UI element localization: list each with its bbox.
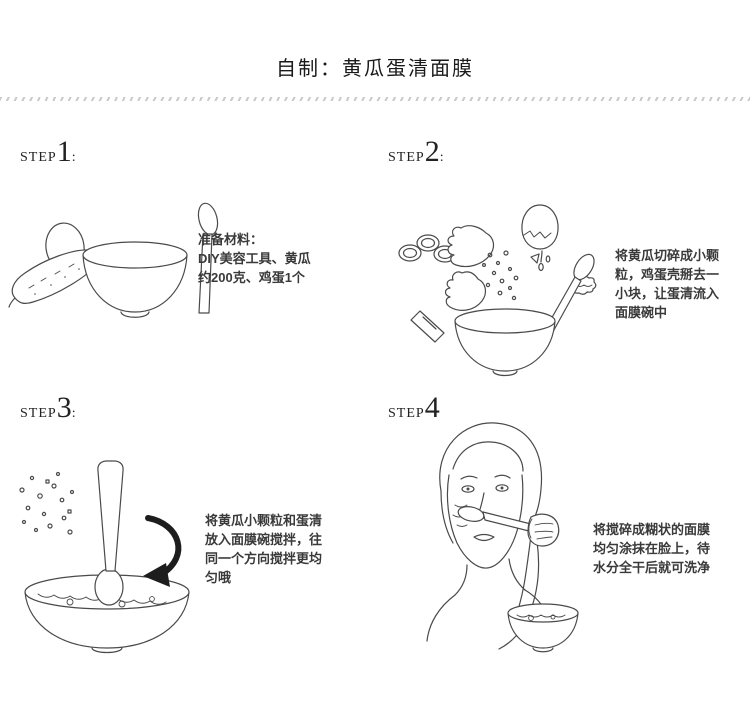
spatula-icon bbox=[94, 460, 124, 606]
hand-icon bbox=[444, 225, 495, 311]
spatula-icon bbox=[197, 202, 219, 314]
mask-bowl-icon bbox=[82, 241, 188, 318]
step-4-text: 将搅碎成糊状的面膜 均匀涂抹在脸上，待 水分全干后就可洗净 bbox=[593, 522, 711, 575]
step-4-label: STEP4 bbox=[388, 393, 440, 424]
cucumber-slices-icon bbox=[398, 234, 457, 263]
step-2-text: 将黄瓜切碎成小颗 粒，鸡蛋壳掰去一 小块，让蛋清流入 面膜碗中 bbox=[615, 248, 720, 320]
step-3-art bbox=[19, 460, 190, 654]
step-3-text: 将黄瓜小颗粒和蛋清 放入面膜碗搅拌，往 同一个方向搅拌更均 匀哦 bbox=[205, 513, 323, 585]
step-4: STEP4 bbox=[375, 393, 750, 719]
step-label-colon: : bbox=[71, 150, 76, 165]
step-2-art bbox=[398, 204, 597, 377]
step-label-prefix: STEP bbox=[20, 150, 57, 165]
step-2-illustration bbox=[390, 193, 605, 388]
step-2-label: STEP2: bbox=[388, 137, 444, 168]
step-label-number: 3 bbox=[56, 391, 72, 424]
step-1-art bbox=[8, 202, 219, 318]
step-3: STEP3: bbox=[0, 393, 375, 719]
cracked-egg-icon bbox=[521, 204, 559, 272]
step-1: STEP1: bbox=[0, 115, 375, 393]
step-1-label: STEP1: bbox=[20, 137, 76, 168]
step-label-prefix: STEP bbox=[20, 406, 57, 421]
step-label-colon: : bbox=[71, 406, 76, 421]
spatula-icon bbox=[457, 506, 538, 534]
hand-icon bbox=[527, 513, 560, 547]
step-label-number: 1 bbox=[56, 135, 72, 168]
step-4-art bbox=[426, 422, 579, 653]
cucumber-bits-icon bbox=[481, 250, 519, 301]
mask-bowl-icon bbox=[454, 308, 556, 377]
step-3-label: STEP3: bbox=[20, 393, 76, 424]
step-3-illustration bbox=[10, 430, 205, 660]
dashed-divider bbox=[0, 97, 750, 101]
step-4-illustration bbox=[395, 413, 595, 668]
mask-bowl-icon bbox=[507, 603, 579, 653]
stir-arrow-icon bbox=[143, 515, 182, 587]
page-title: 自制：黄瓜蛋清面膜 bbox=[276, 58, 474, 80]
step-label-prefix: STEP bbox=[388, 150, 425, 165]
step-label-colon: : bbox=[439, 150, 444, 165]
step-label-prefix: STEP bbox=[388, 406, 425, 421]
step-label-number: 4 bbox=[424, 391, 440, 424]
step-1-text: 准备材料： DIY美容工具、黄瓜 约200克、鸡蛋1个 bbox=[198, 232, 311, 285]
peeler-icon bbox=[410, 310, 445, 343]
step-2: STEP2: bbox=[375, 115, 750, 393]
sprinkle-bits-icon bbox=[19, 471, 75, 535]
step-1-illustration bbox=[5, 195, 240, 355]
step-label-number: 2 bbox=[424, 135, 440, 168]
